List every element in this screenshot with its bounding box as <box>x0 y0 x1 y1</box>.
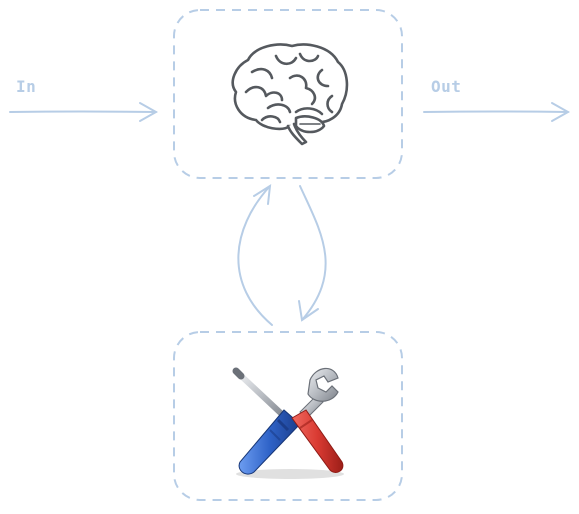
tools-icon <box>232 367 344 479</box>
output-label: Out <box>431 77 462 96</box>
input-arrow <box>9 102 159 122</box>
model-to-tools-arrow <box>298 185 327 322</box>
tools-to-model-arrow <box>237 184 273 326</box>
output-arrow <box>423 102 571 122</box>
model-node-box <box>173 9 403 179</box>
input-label: In <box>16 77 37 96</box>
brain-icon <box>231 43 349 146</box>
tools-node-box <box>173 331 403 501</box>
